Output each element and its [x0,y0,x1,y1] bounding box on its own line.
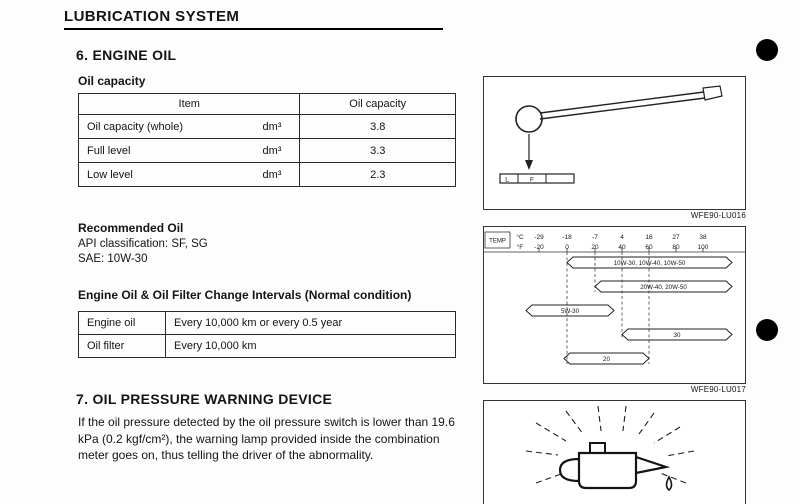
tick-c: 27 [672,234,680,241]
viscosity-bar [563,352,650,365]
value-cell: 3.8 [299,114,456,139]
viscosity-bar [566,256,733,269]
interval-value: Every 10,000 km [165,334,456,358]
table-row: Low level dm³ 2.3 [77,162,456,187]
figure-1-code: WFE90-LU016 [690,211,746,220]
item-unit: dm³ [262,144,282,157]
capacity-header-item: Item [77,93,301,115]
oil-can-icon [525,405,695,492]
tick-f: 100 [698,244,709,251]
item-cell: Full level dm³ [79,139,299,162]
tick-f: 0 [565,244,569,251]
table-row: Oil capacity (whole) dm³ 3.8 [77,114,456,139]
table-row: Engine oil Every 10,000 km or every 0.5 … [78,311,456,335]
table-header-row: Item Oil capacity [77,93,456,115]
change-intervals-table: Engine oil Every 10,000 km or every 0.5 … [78,311,456,358]
tick-c: -29 [534,234,544,241]
item-unit: dm³ [262,120,282,133]
viscosity-bar [525,304,615,317]
oil-drip-icon [665,475,673,492]
figure-viscosity-chart: TEMP °C °F -29 -18 -7 4 16 27 38 -20 0 2… [483,226,746,384]
viscosity-chart: TEMP °C °F -29 -18 -7 4 16 27 38 -20 0 2… [484,231,745,365]
interval-item: Engine oil [78,311,166,335]
viscosity-bar-label: 30 [674,332,681,339]
item-unit: dm³ [262,168,282,181]
tick-f: 20 [591,244,599,251]
item-label: Oil capacity (whole) [87,120,183,133]
item-cell: Oil capacity (whole) dm³ [79,115,299,138]
capacity-header-value: Oil capacity [299,93,456,115]
header-rule [64,28,443,30]
section-6-title: 6. ENGINE OIL [76,47,177,63]
dipstick-end-fitting [702,85,723,101]
figure-warning-lamp [483,400,746,504]
viscosity-bar-label: 20W-40, 20W-50 [640,284,687,291]
figure-2-code: WFE90-LU017 [690,385,746,394]
sae-line: SAE: 10W-30 [78,253,148,265]
viscosity-bar [594,280,733,293]
dipstick-drawing: L F [499,85,723,184]
viscosity-bar-label: 5W-30 [561,308,580,315]
item-cell: Low level dm³ [79,163,299,186]
table-row: Oil filter Every 10,000 km [78,334,456,358]
low-mark-label: L [505,177,509,184]
value-cell: 3.3 [299,138,456,163]
viscosity-bar [621,328,733,341]
table-row: Full level dm³ 3.3 [77,138,456,163]
oil-level-gauge [499,173,575,184]
item-label: Full level [87,144,131,157]
punch-hole [756,39,778,61]
value-cell: 2.3 [299,162,456,187]
temp-label: TEMP [489,239,506,245]
viscosity-bar-label: 10W-30, 10W-40, 10W-50 [614,260,686,267]
tick-c: -18 [562,234,572,241]
recommended-oil-heading: Recommended Oil [78,221,184,235]
page-header: LUBRICATION SYSTEM [64,8,240,25]
tick-f: -20 [534,244,544,251]
tick-c: -7 [592,234,598,241]
tick-c: 16 [645,234,653,241]
oil-capacity-heading: Oil capacity [78,74,146,88]
tick-c: 4 [620,234,624,241]
change-intervals-heading: Engine Oil & Oil Filter Change Intervals… [78,288,412,302]
punch-hole [756,319,778,341]
oil-capacity-table: Item Oil capacity Oil capacity (whole) dm… [77,93,456,187]
tick-c: 38 [699,234,707,241]
fahrenheit-label: °F [517,243,524,251]
figure-dipstick: L F [483,76,746,210]
dipstick-handle-loop [515,105,543,133]
item-label: Low level [87,168,133,181]
tick-f: 80 [672,244,680,251]
interval-value: Every 10,000 km or every 0.5 year [165,311,456,335]
interval-item: Oil filter [78,334,166,358]
full-mark-label: F [530,177,534,184]
tick-f: 60 [645,244,653,251]
section-7-title: 7. OIL PRESSURE WARNING DEVICE [76,391,333,407]
section-7-body: If the oil pressure detected by the oil … [78,415,455,462]
celsius-label: °C [516,233,524,241]
api-classification-line: API classification: SF, SG [78,238,208,250]
viscosity-bar-label: 20 [603,356,610,363]
tick-f: 40 [618,244,626,251]
